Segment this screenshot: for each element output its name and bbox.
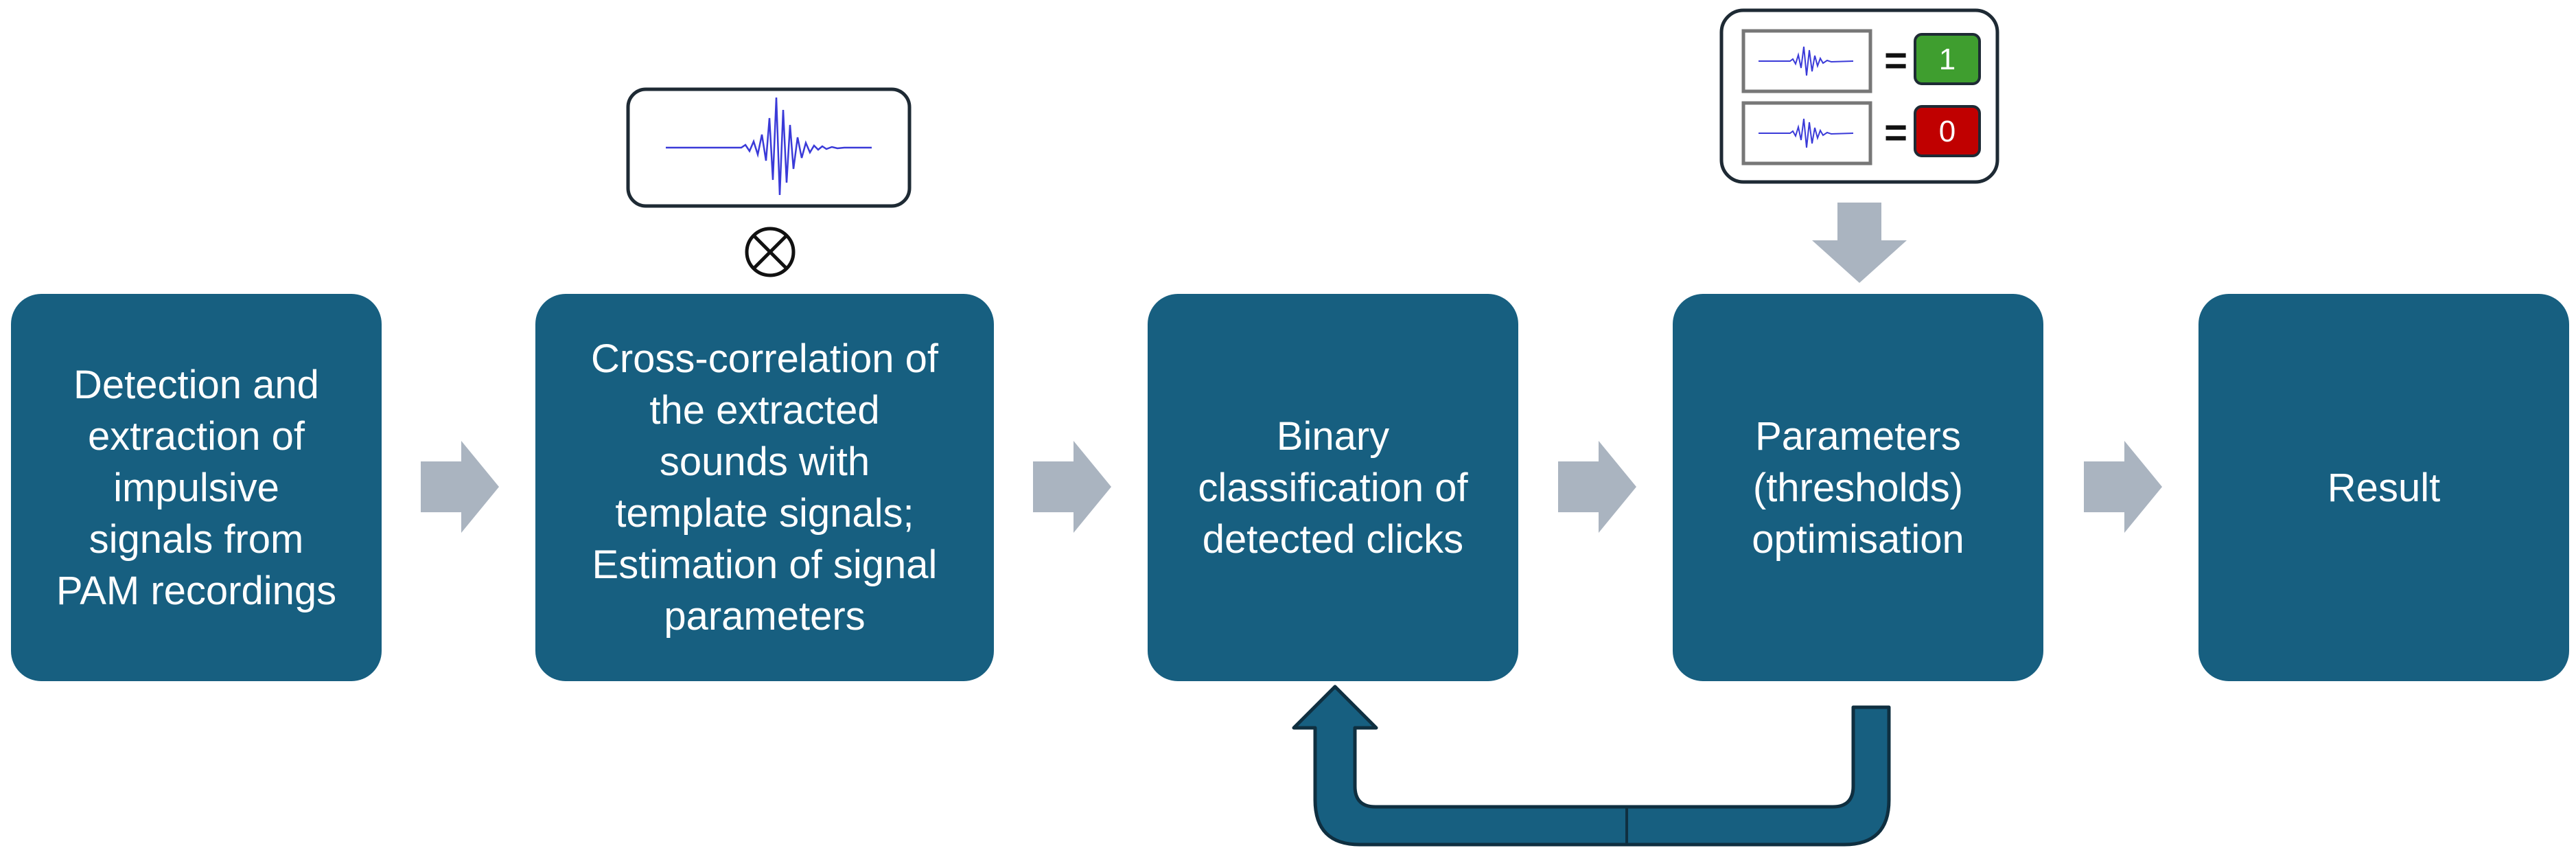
example-waveform-1 xyxy=(1759,46,1854,76)
label-badge-2-text: 0 xyxy=(1939,115,1956,148)
step-binary-classification-box: Binary classification of detected clicks xyxy=(1148,294,1518,681)
step-detection-box: Detection and extraction of impulsive si… xyxy=(11,294,382,681)
label-badge-2 xyxy=(1914,105,1981,157)
template-waveform xyxy=(666,97,872,196)
flow-arrow-1 xyxy=(421,441,499,533)
label-badge-1-text: 1 xyxy=(1939,43,1956,76)
equals-sign-1: = xyxy=(1884,38,1907,83)
cross-correlation-operator xyxy=(745,227,796,277)
equals-sign-2: = xyxy=(1884,111,1907,155)
example-waveform-2 xyxy=(1759,118,1854,148)
flow-arrow-4 xyxy=(2084,441,2162,533)
flow-arrow-2 xyxy=(1033,441,1111,533)
step-result-box: Result xyxy=(2198,294,2569,681)
step-cross-correlation-box: Cross-correlation of the extracted sound… xyxy=(535,294,994,681)
label-badge-1 xyxy=(1914,33,1981,85)
step-parameters-box: Parameters (thresholds) optimisation xyxy=(1673,294,2043,681)
flow-arrow-3 xyxy=(1558,441,1636,533)
template-signal-box xyxy=(626,87,912,208)
down-arrow xyxy=(1812,203,1907,283)
feedback-arrow xyxy=(1292,685,1891,847)
